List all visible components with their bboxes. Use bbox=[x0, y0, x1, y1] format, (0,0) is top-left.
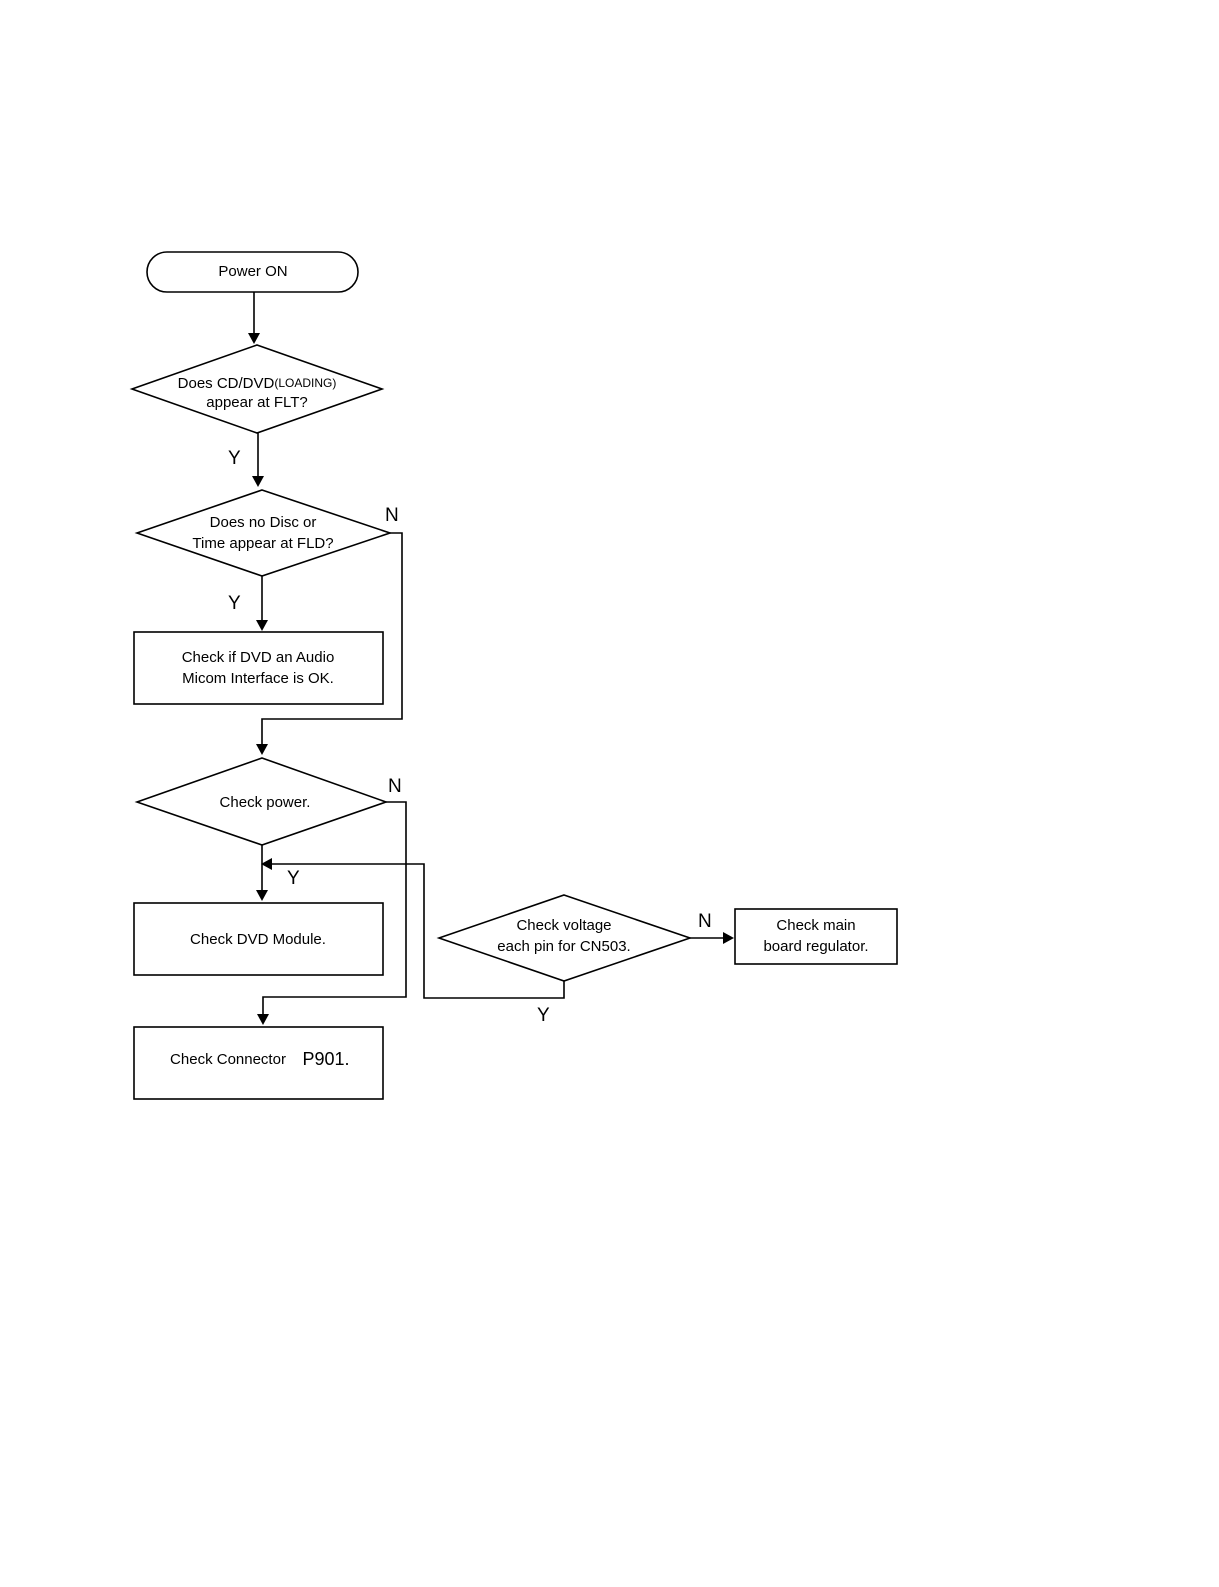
check-power-decision: Check power. bbox=[137, 758, 386, 845]
loading-decision-line1: Does CD/DVD(LOADING) bbox=[178, 375, 337, 392]
micom-interface-line1: Check if DVD an Audio bbox=[182, 649, 335, 666]
arrowhead bbox=[252, 476, 264, 487]
loading-decision-line2: appear at FLT? bbox=[206, 394, 307, 411]
power-no-label: N bbox=[388, 776, 402, 797]
loading-decision: Does CD/DVD(LOADING) appear at FLT? bbox=[132, 345, 382, 433]
power-yes-label: Y bbox=[287, 868, 300, 889]
arrowhead bbox=[257, 1014, 269, 1025]
disc-yes-label: Y bbox=[228, 593, 241, 614]
regulator-box: Check main board regulator. bbox=[735, 909, 897, 964]
power-on-label: Power ON bbox=[218, 263, 287, 280]
check-power-label: Check power. bbox=[220, 794, 311, 811]
arrowhead bbox=[256, 620, 268, 631]
arrowhead bbox=[248, 333, 260, 344]
dvd-module-label: Check DVD Module. bbox=[190, 931, 326, 948]
disc-time-decision: Does no Disc or Time appear at FLD? bbox=[137, 490, 390, 576]
arrowhead bbox=[256, 744, 268, 755]
voltage-yes-label: Y bbox=[537, 1005, 550, 1026]
regulator-line1: Check main bbox=[776, 917, 855, 934]
disc-time-line1: Does no Disc or bbox=[210, 514, 317, 531]
connector-label: Check Connector bbox=[170, 1051, 286, 1068]
disc-no-label: N bbox=[385, 505, 399, 526]
connector-id: P901. bbox=[302, 1049, 349, 1069]
arrowhead bbox=[723, 932, 734, 944]
voltage-decision: Check voltage each pin for CN503. bbox=[439, 895, 690, 981]
micom-interface-box: Check if DVD an Audio Micom Interface is… bbox=[134, 632, 383, 704]
micom-interface-line2: Micom Interface is OK. bbox=[182, 670, 334, 687]
connector-box: Check Connector P901. bbox=[134, 1027, 383, 1099]
regulator-line2: board regulator. bbox=[763, 938, 868, 955]
dvd-module-box: Check DVD Module. bbox=[134, 903, 383, 975]
voltage-line1: Check voltage bbox=[516, 917, 611, 934]
power-on-node: Power ON bbox=[147, 252, 358, 292]
voltage-no-label: N bbox=[698, 911, 712, 932]
arrowhead bbox=[256, 890, 268, 901]
disc-time-line2: Time appear at FLD? bbox=[192, 535, 333, 552]
voltage-line2: each pin for CN503. bbox=[497, 938, 630, 955]
loading-yes-label: Y bbox=[228, 448, 241, 469]
